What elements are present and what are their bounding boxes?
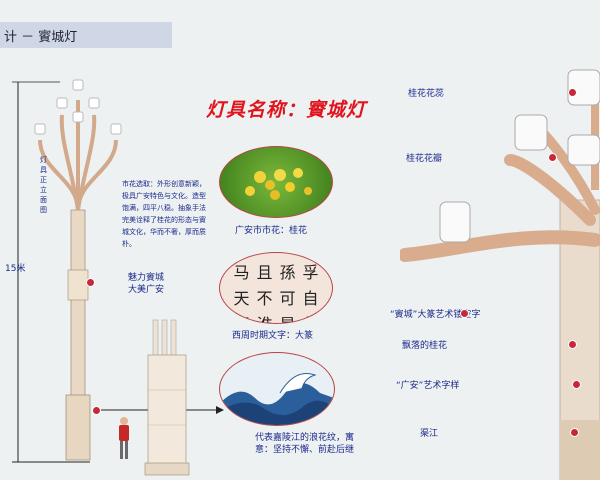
seal-character: 不: [256, 289, 273, 308]
callout-dot: [548, 153, 557, 162]
seal-character: 是: [276, 311, 299, 323]
base-closeup: [144, 319, 190, 476]
seal-character: 天: [233, 289, 250, 308]
seal-script-image: 马且孫孚天不可自行淮是義: [219, 252, 333, 324]
lamp-elevation-drawing: [12, 79, 122, 463]
motif-caption: 广安市市花：桂花: [235, 226, 308, 236]
seal-character: 马: [233, 263, 250, 282]
person-scale-figure: [119, 417, 129, 459]
callout-dot: [572, 380, 581, 389]
seal-character: 孫: [279, 263, 296, 282]
height-label: 15米: [5, 264, 26, 274]
callout-dot: [570, 428, 579, 437]
seal-character: 孚: [302, 263, 319, 282]
callout-label: 渠江: [420, 429, 439, 439]
callout-dot: [568, 88, 577, 97]
seal-character: 淮: [253, 311, 276, 323]
pole-callout-dot: [86, 278, 95, 287]
callout-label: “广安”艺术字样: [396, 381, 460, 391]
callout-label: 桂花花蕊: [408, 89, 445, 99]
wave-pattern-image: [219, 352, 335, 426]
callout-dot: [460, 309, 469, 318]
seal-character: 且: [256, 263, 273, 282]
motif-caption: 西周时期文字：大篆: [232, 331, 314, 341]
seal-character: 義: [299, 311, 322, 323]
base-callout-dot: [92, 406, 101, 415]
seal-character: 自: [302, 289, 319, 308]
lamp-closeup-render: [400, 69, 600, 480]
callout-label: 桂花花瓣: [406, 154, 443, 164]
lamp-title: 灯具名称：賨城灯: [206, 99, 367, 121]
callout-label: “賨城”大篆艺术镂空字: [390, 310, 481, 320]
osmanthus-photo: [219, 146, 333, 218]
header-title: 计 － 賨城灯: [4, 30, 78, 45]
callout-label: 飘落的桂花: [402, 341, 448, 351]
motif-caption: 代表嘉陵江的浪花纹，寓意：坚持不懈、前赴后继: [255, 433, 355, 455]
vertical-label: 灯具正立面图: [40, 156, 47, 214]
design-description: 市花选取：外形创意新颖，极具广安特色与文化。造型饱满，四平八稳。抽象手法完美诠释…: [122, 180, 206, 248]
header-bar: 计 － 賨城灯: [0, 22, 172, 48]
callout-dot: [568, 340, 577, 349]
seal-character: 行: [230, 311, 253, 323]
pole-callout-label: 魅力賨城 大美广安: [128, 273, 165, 295]
seal-character: 可: [279, 289, 296, 308]
